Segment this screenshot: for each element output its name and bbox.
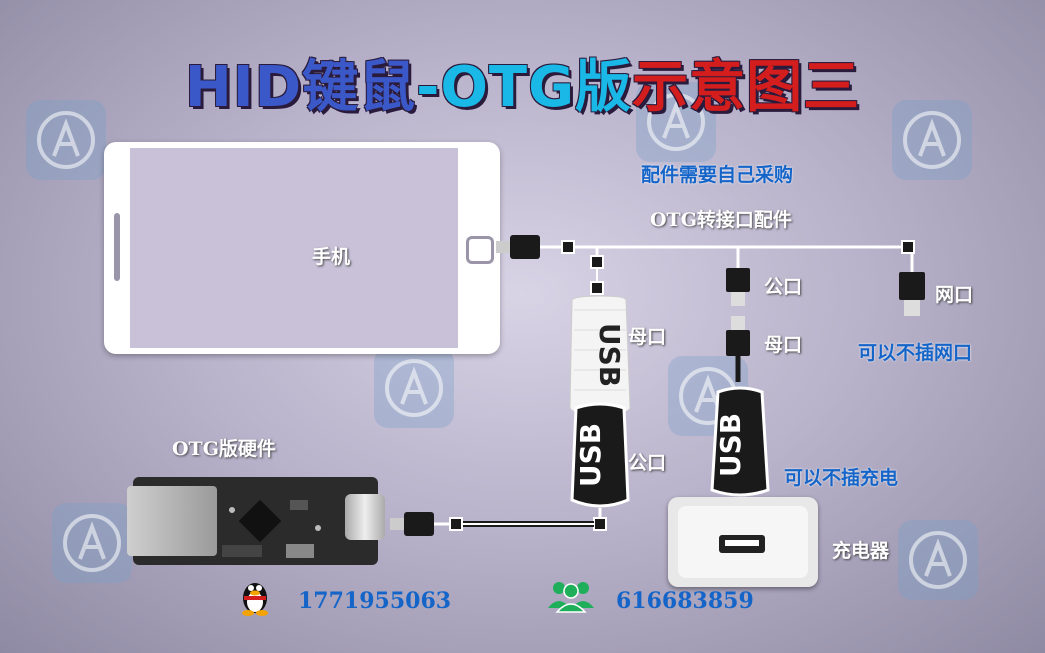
watermark-logo-icon [892,100,972,180]
charger-usb-black-icon: USB [710,386,770,497]
female-port-label-2: 母口 [764,334,803,356]
title-part-1: HID键鼠 [184,55,417,120]
watermark-logo-icon [52,503,132,583]
group-icon [548,582,594,613]
male-port-label-2: 公口 [628,452,667,474]
phone-label: 手机 [312,246,351,268]
charger-label: 充电器 [832,540,890,562]
phone-home-button [466,236,494,264]
usb-female-white-icon: USB [569,295,631,415]
network-plug-icon [899,272,925,300]
network-optional-note: 可以不插网口 [858,342,973,364]
male-plug-icon [726,268,750,292]
watermark-logo-icon [898,520,978,600]
title-part-3: 示意图三 [632,55,861,120]
charger-optional-note: 可以不插充电 [784,467,899,489]
watermark-logo-icon [636,82,716,162]
diagram-title: HID键鼠-OTG版示意图三 [0,42,1045,123]
phone-plug-icon [496,241,510,253]
female-plug-icon [726,330,750,356]
qq-penguin-icon [242,583,268,616]
watermark-logo-icon [374,348,454,428]
qq-number: 1771955063 [298,588,452,614]
usb-a-port-icon [127,486,217,556]
network-port-label: 网口 [935,284,974,306]
male-port-label-1: 公口 [764,276,803,298]
female-port-label-1: 母口 [628,326,667,348]
phone-screen [130,148,458,348]
group-number: 616683859 [616,588,754,614]
usb-text-black: USB [574,423,607,487]
parts-note: 配件需要自己采购 [641,164,794,186]
charger-usb-port-icon [719,535,765,553]
usb-male-black-icon: USB [570,402,630,508]
usb-text-white: USB [593,323,626,387]
otg-hardware-label: OTG版硬件 [172,438,276,460]
typec-plug-icon [404,512,434,536]
otg-adapter-label: OTG转接口配件 [650,209,792,231]
watermark-logo-icon [26,100,106,180]
phone-speaker [114,213,120,281]
usb-text-charger: USB [714,413,747,477]
usb-c-port-icon [345,494,385,540]
title-part-2: -OTG版 [416,55,633,120]
